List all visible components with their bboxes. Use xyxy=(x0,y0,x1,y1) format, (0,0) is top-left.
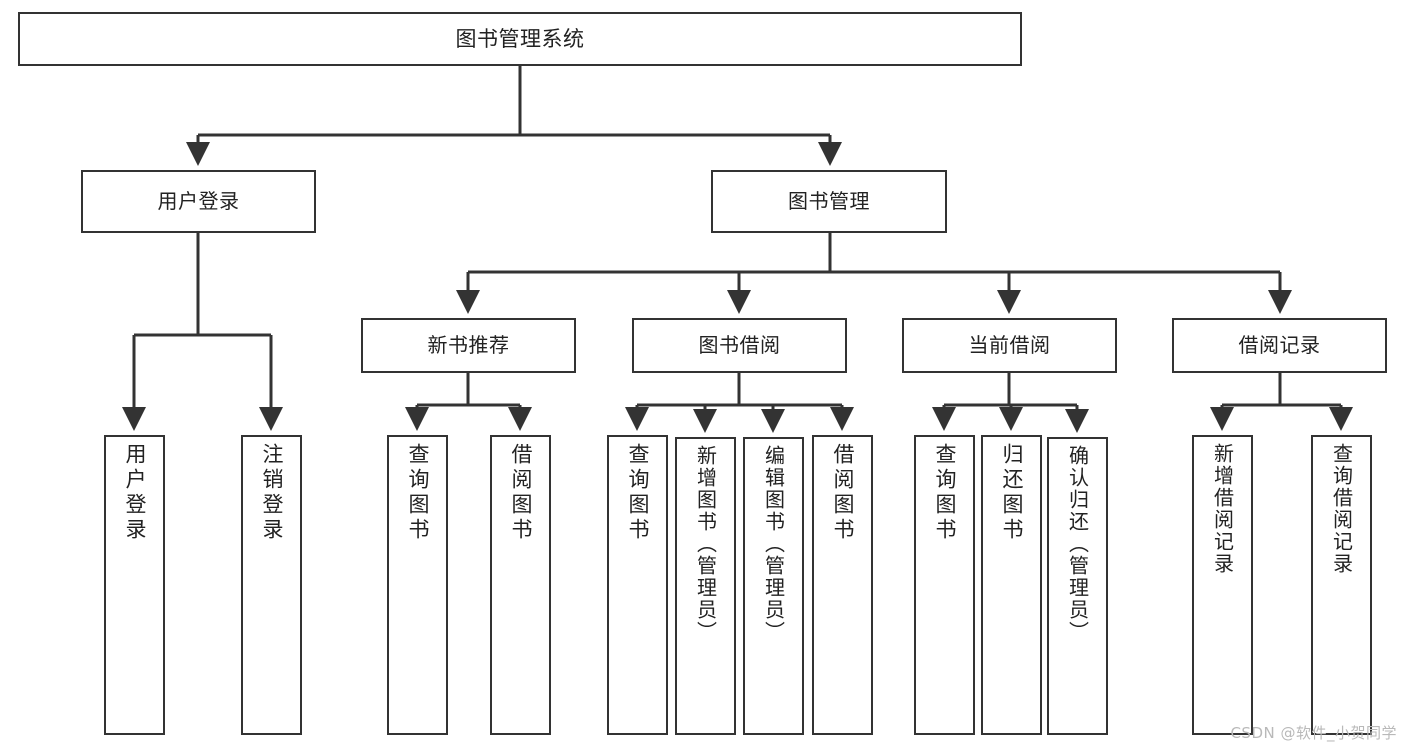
leaf-book-borrow-0-label: 查询图书 xyxy=(626,443,650,543)
leaf-new-book-recommend-0[interactable]: 查询图书 xyxy=(387,435,448,735)
leaf-current-borrow-2[interactable]: 确认归还（管理员） xyxy=(1047,437,1108,735)
node-new-book-recommend-label: 新书推荐 xyxy=(427,332,510,357)
node-user-login-label: 用户登录 xyxy=(157,188,240,213)
leaf-current-borrow-0[interactable]: 查询图书 xyxy=(914,435,975,735)
leaf-user-login-1[interactable]: 注销登录 xyxy=(241,435,302,735)
leaf-book-borrow-2[interactable]: 编辑图书（管理员） xyxy=(743,437,804,735)
node-borrow-record[interactable]: 借阅记录 xyxy=(1172,318,1387,373)
leaf-user-login-0-label: 用户登录 xyxy=(123,443,147,543)
leaf-book-borrow-0[interactable]: 查询图书 xyxy=(607,435,668,735)
leaf-borrow-record-1-label: 查询借阅记录 xyxy=(1329,443,1354,575)
leaf-current-borrow-1-label: 归还图书 xyxy=(1000,443,1024,543)
node-root-label: 图书管理系统 xyxy=(455,26,585,51)
leaf-current-borrow-1[interactable]: 归还图书 xyxy=(981,435,1042,735)
leaf-book-borrow-3[interactable]: 借阅图书 xyxy=(812,435,873,735)
leaf-book-borrow-1[interactable]: 新增图书（管理员） xyxy=(675,437,736,735)
leaf-new-book-recommend-1-label: 借阅图书 xyxy=(509,443,533,543)
node-borrow-record-label: 借阅记录 xyxy=(1238,332,1321,357)
leaf-borrow-record-0-label: 新增借阅记录 xyxy=(1210,443,1235,575)
leaf-book-borrow-1-label: 新增图书（管理员） xyxy=(693,445,718,643)
node-book-management-label: 图书管理 xyxy=(788,188,870,213)
node-user-login[interactable]: 用户登录 xyxy=(81,170,316,233)
node-current-borrow[interactable]: 当前借阅 xyxy=(902,318,1117,373)
node-book-borrow[interactable]: 图书借阅 xyxy=(632,318,847,373)
leaf-book-borrow-3-label: 借阅图书 xyxy=(831,443,855,543)
leaf-user-login-1-label: 注销登录 xyxy=(260,443,284,543)
leaf-book-borrow-2-label: 编辑图书（管理员） xyxy=(761,445,786,643)
node-root[interactable]: 图书管理系统 xyxy=(18,12,1022,66)
leaf-current-borrow-2-label: 确认归还（管理员） xyxy=(1065,445,1090,643)
leaf-current-borrow-0-label: 查询图书 xyxy=(933,443,957,543)
leaf-borrow-record-0[interactable]: 新增借阅记录 xyxy=(1192,435,1253,735)
node-new-book-recommend[interactable]: 新书推荐 xyxy=(361,318,576,373)
leaf-new-book-recommend-1[interactable]: 借阅图书 xyxy=(490,435,551,735)
node-book-management[interactable]: 图书管理 xyxy=(711,170,947,233)
leaf-user-login-0[interactable]: 用户登录 xyxy=(104,435,165,735)
node-book-borrow-label: 图书借阅 xyxy=(698,332,781,357)
leaf-new-book-recommend-0-label: 查询图书 xyxy=(406,443,430,543)
leaf-borrow-record-1[interactable]: 查询借阅记录 xyxy=(1311,435,1372,735)
node-current-borrow-label: 当前借阅 xyxy=(968,332,1051,357)
